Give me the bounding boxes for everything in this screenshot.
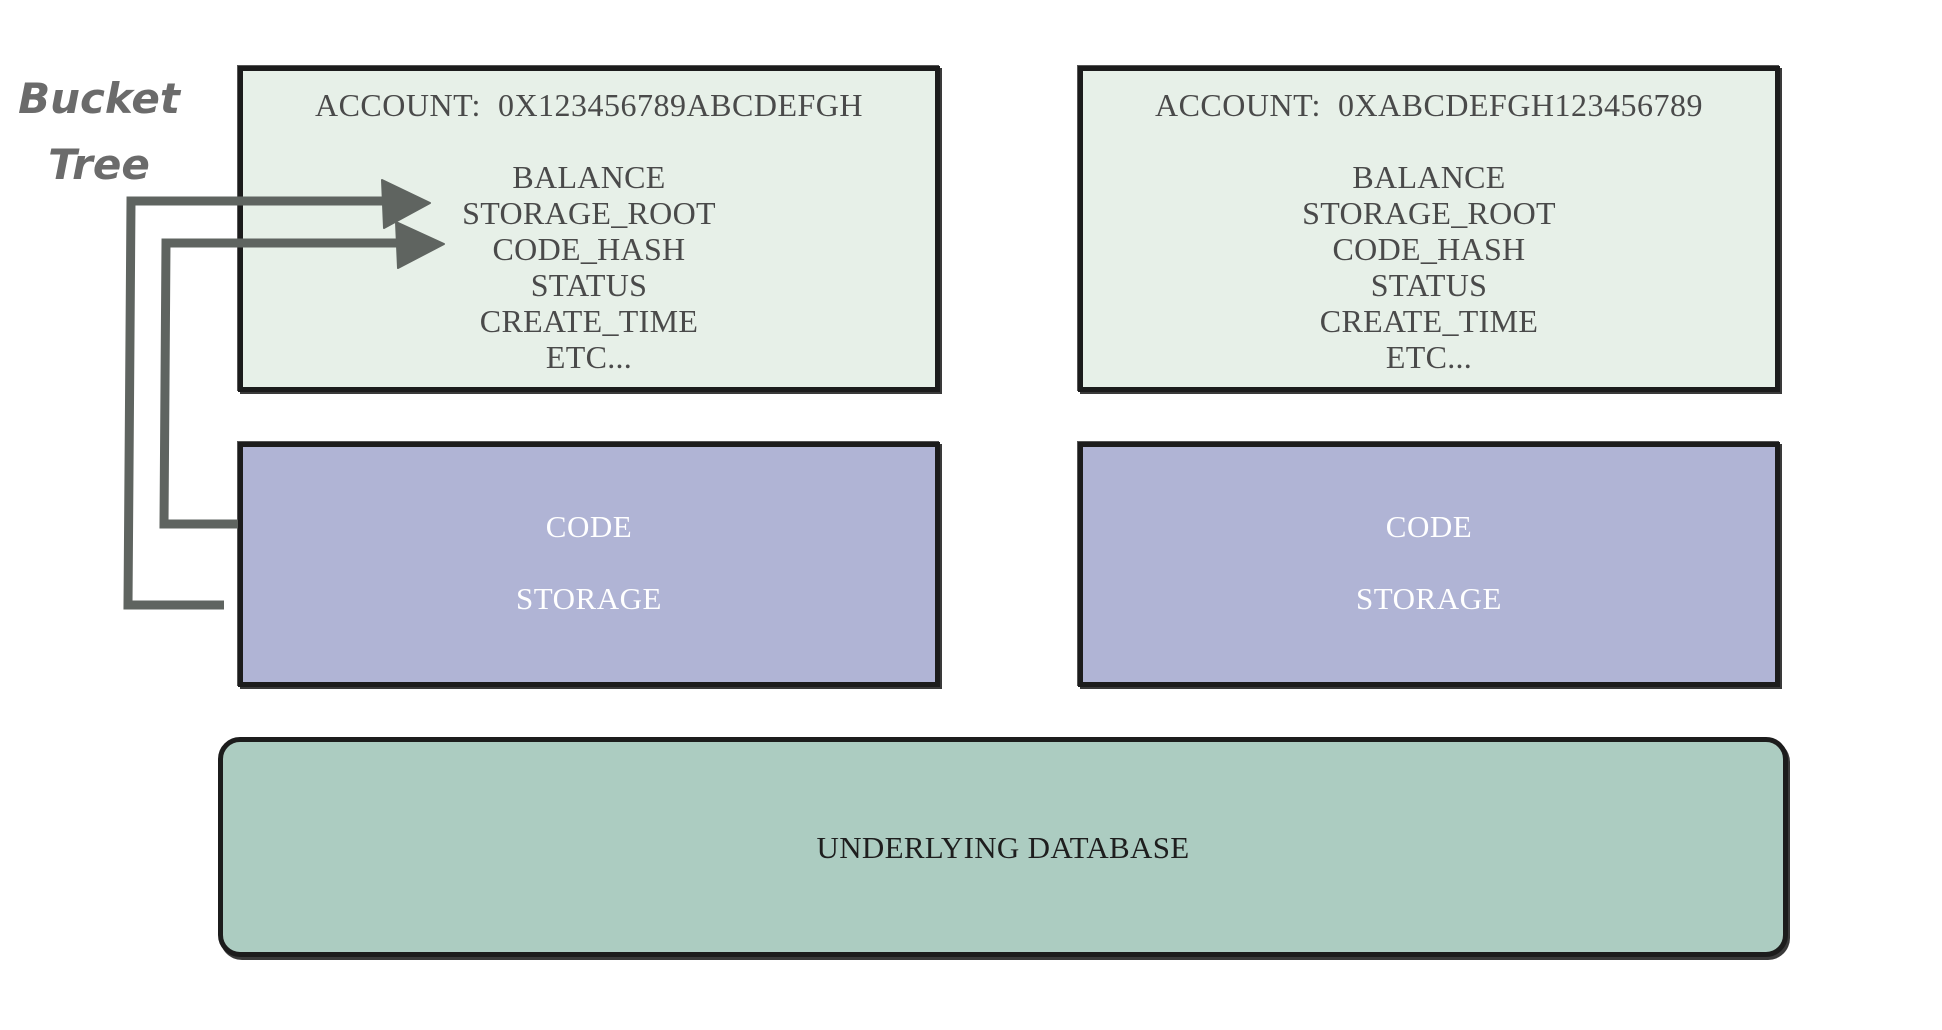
storage-label: STORAGE (1356, 581, 1502, 616)
field-status: STATUS (530, 267, 648, 303)
account-field-list: BALANCE STORAGE_ROOT CODE_HASH STATUS CR… (1083, 159, 1775, 375)
field-code-hash: CODE_HASH (1332, 231, 1526, 267)
field-balance: BALANCE (1352, 159, 1506, 195)
account-title: ACCOUNT: 0X123456789ABCDEFGH (314, 87, 864, 123)
account-title: ACCOUNT: 0XABCDEFGH123456789 (1154, 87, 1704, 123)
code-storage-box-2: CODE STORAGE (1078, 442, 1780, 687)
field-etc: ETC... (1385, 339, 1473, 375)
field-balance: BALANCE (512, 159, 666, 195)
field-code-hash: CODE_HASH (492, 231, 686, 267)
account-field-list: BALANCE STORAGE_ROOT CODE_HASH STATUS CR… (243, 159, 935, 375)
field-status: STATUS (1370, 267, 1488, 303)
bucket-tree-line-2: Tree (48, 140, 150, 189)
field-create-time: CREATE_TIME (1319, 303, 1539, 339)
code-storage-box-1: CODE STORAGE (238, 442, 940, 687)
field-storage-root: STORAGE_ROOT (462, 195, 716, 231)
field-create-time: CREATE_TIME (479, 303, 699, 339)
code-label: CODE (545, 509, 633, 544)
database-label: UNDERLYING DATABASE (816, 830, 1190, 865)
code-label: CODE (1385, 509, 1473, 544)
field-etc: ETC... (545, 339, 633, 375)
field-storage-root: STORAGE_ROOT (1302, 195, 1556, 231)
account-box-1: ACCOUNT: 0X123456789ABCDEFGH BALANCE STO… (238, 66, 940, 392)
bucket-tree-label: Bucket Tree (14, 66, 184, 198)
underlying-database-box: UNDERLYING DATABASE (218, 737, 1788, 957)
storage-label: STORAGE (516, 581, 662, 616)
bucket-tree-line-1: Bucket (18, 74, 180, 123)
account-box-2: ACCOUNT: 0XABCDEFGH123456789 BALANCE STO… (1078, 66, 1780, 392)
